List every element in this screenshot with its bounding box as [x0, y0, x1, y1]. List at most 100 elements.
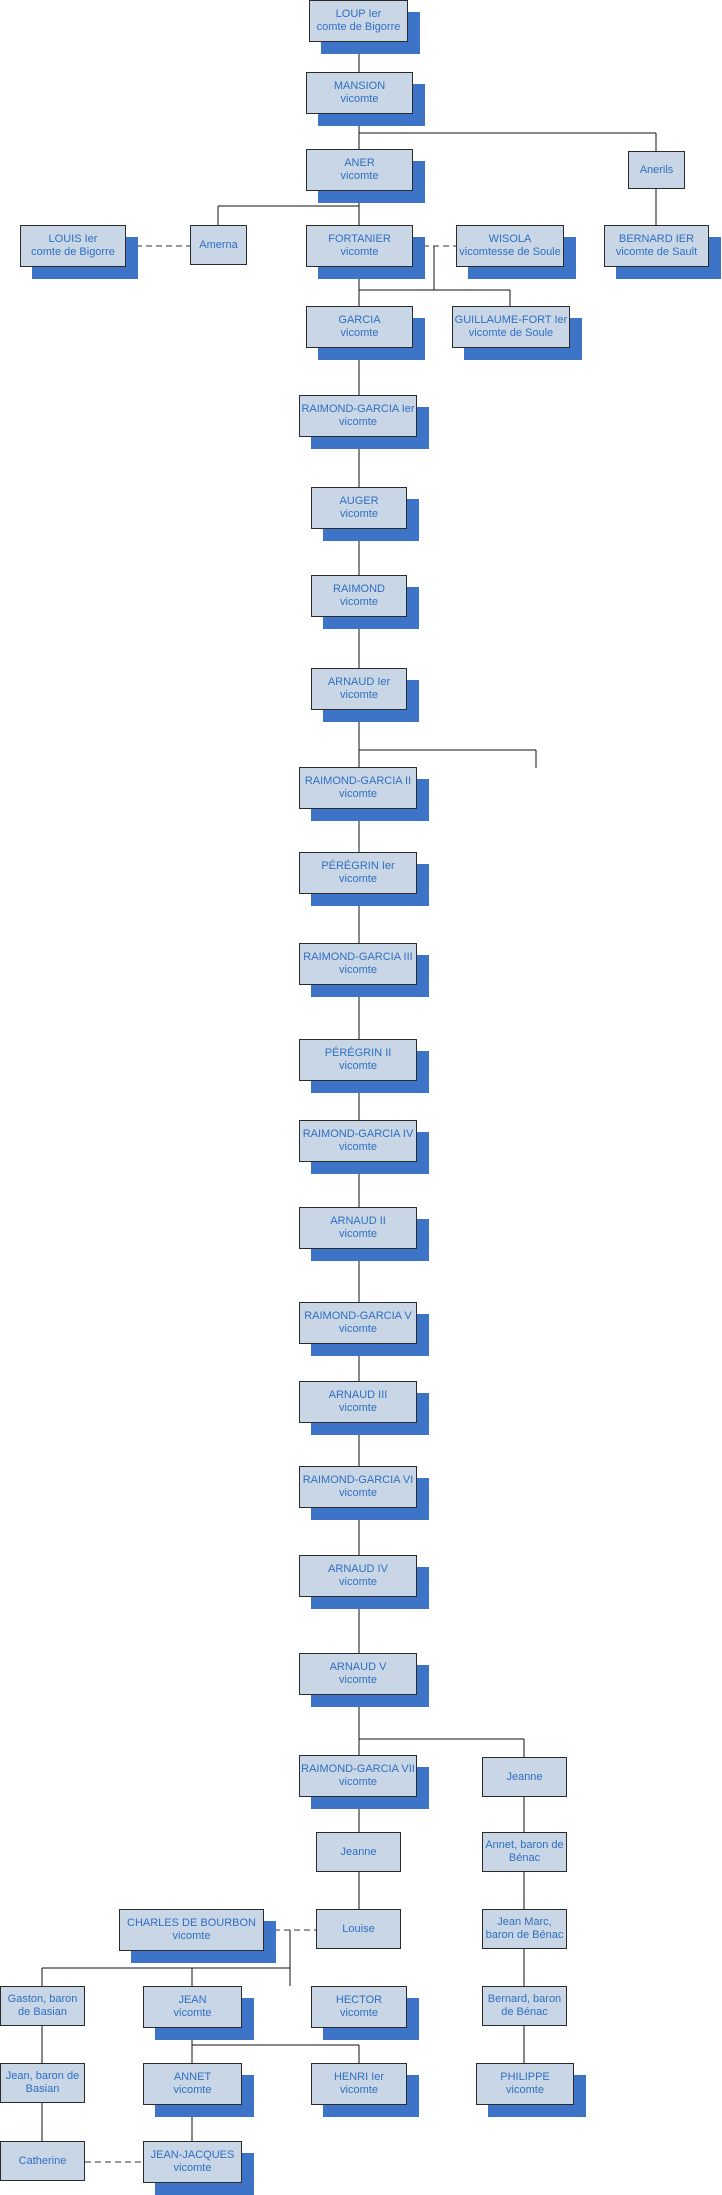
person-title: vicomte	[506, 2084, 544, 2096]
person-name: BERNARD IER	[618, 233, 695, 245]
person-name: RAIMOND-GARCIA Ier	[301, 403, 415, 415]
person-node-amerna[interactable]: Amerna	[190, 225, 247, 265]
person-name: Louise	[342, 1922, 375, 1935]
person-title: vicomte	[339, 416, 377, 428]
person-title: vicomte	[339, 1576, 377, 1588]
person-node-catherine[interactable]: Catherine	[0, 2141, 85, 2181]
person-name: ARNAUD II	[330, 1215, 386, 1227]
person-title: vicomte	[173, 2007, 212, 2019]
person-name: Jean, baron de	[5, 2070, 80, 2082]
person-title: vicomte	[340, 170, 379, 182]
person-title: vicomte	[339, 873, 377, 885]
person-name: AUGER	[339, 495, 379, 507]
person-name: PHILIPPE	[500, 2071, 550, 2083]
person-name: Bernard, baron	[487, 1993, 562, 2005]
person-title: vicomte	[339, 1228, 377, 1240]
person-title: vicomte	[339, 1674, 377, 1686]
person-name: Jeanne	[340, 1845, 377, 1858]
person-title: Bénac	[508, 1852, 541, 1864]
person-name: LOUIS Ier	[48, 233, 98, 245]
person-name: JEAN-JACQUES	[150, 2149, 235, 2161]
person-name: GUILLAUME-FORT Ier	[454, 314, 568, 326]
person-name: PÉRÉGRIN II	[324, 1047, 392, 1059]
person-title: vicomte de Soule	[468, 327, 554, 339]
person-name: PÉRÉGRIN Ier	[321, 860, 395, 872]
person-node-jeanmarc[interactable]: Jean Marc,baron de Bénac	[482, 1909, 567, 1949]
person-name: RAIMOND-GARCIA V	[304, 1310, 412, 1322]
person-title: vicomte de Sault	[615, 246, 698, 258]
person-name: ARNAUD IV	[328, 1563, 388, 1575]
person-name: CHARLES DE BOURBON	[127, 1917, 256, 1929]
person-node-louise[interactable]: Louise	[316, 1909, 401, 1949]
person-name: RAIMOND-GARCIA II	[304, 775, 412, 787]
person-title: vicomte	[339, 788, 377, 800]
person-title: de Bénac	[501, 2006, 548, 2018]
person-node-jeanne_r[interactable]: Jeanne	[482, 1757, 567, 1797]
person-name: JEAN	[178, 1994, 207, 2006]
person-name: FORTANIER	[328, 233, 391, 245]
person-name: Amerna	[199, 238, 238, 251]
person-name: Catherine	[18, 2154, 67, 2167]
person-title: vicomte	[340, 508, 378, 520]
person-title: vicomte	[339, 1487, 377, 1499]
person-name: RAIMOND-GARCIA VII	[301, 1763, 415, 1775]
person-name: HENRI Ier	[333, 2071, 385, 2083]
person-node-jeanne_c[interactable]: Jeanne	[316, 1832, 401, 1872]
person-name: MANSION	[333, 80, 386, 92]
person-name: LOUP Ier	[335, 8, 382, 20]
person-name: Jean Marc,	[497, 1916, 552, 1928]
person-title: vicomte	[172, 1930, 211, 1942]
person-title: vicomte	[339, 1402, 377, 1414]
person-name: ARNAUD III	[328, 1389, 388, 1401]
person-title: vicomte	[339, 1141, 377, 1153]
person-title: de Basian	[18, 2006, 67, 2018]
person-name: ARNAUD Ier	[327, 676, 391, 688]
person-title: vicomte	[173, 2084, 212, 2096]
person-title: vicomte	[339, 1776, 377, 1788]
person-name: Jeanne	[506, 1770, 543, 1783]
person-title: baron de Bénac	[485, 1929, 564, 1941]
person-title: vicomte	[339, 964, 377, 976]
person-title: comte de Bigorre	[31, 246, 115, 258]
person-node-anerils[interactable]: Anerils	[628, 151, 685, 189]
person-title: comte de Bigorre	[316, 21, 401, 33]
person-name: RAIMOND-GARCIA III	[303, 951, 413, 963]
person-title: Basian	[25, 2083, 60, 2095]
